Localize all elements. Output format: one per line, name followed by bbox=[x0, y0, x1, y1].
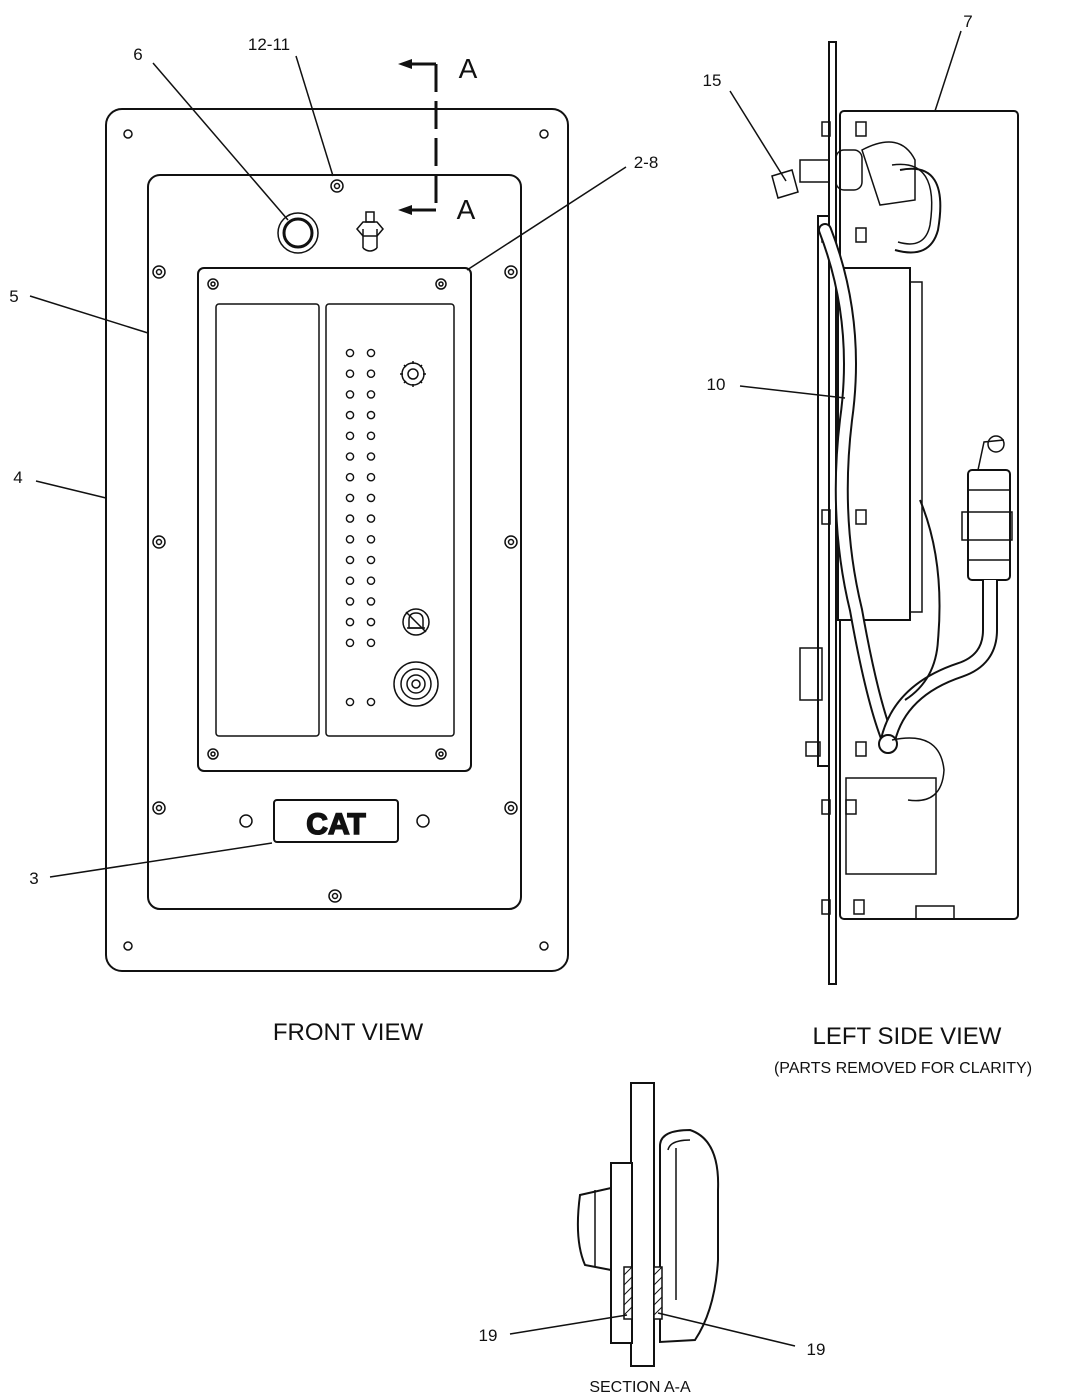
left-side-view bbox=[729, 30, 1019, 985]
indicator-lamp bbox=[366, 535, 376, 544]
indicator-lamp bbox=[366, 638, 376, 648]
cat-nameplate: CAT bbox=[273, 799, 399, 843]
cable-clamp bbox=[878, 734, 898, 754]
indicator-lamp bbox=[366, 410, 376, 420]
seal-left bbox=[623, 1266, 633, 1320]
wire-loop-top bbox=[894, 167, 942, 254]
indicator-lamp bbox=[366, 697, 376, 707]
display-module bbox=[197, 267, 472, 772]
section-view-caption: SECTION A-A bbox=[589, 1379, 691, 1396]
indicator-lamp bbox=[366, 452, 376, 461]
panel-screws bbox=[152, 179, 518, 903]
section-a-a-view bbox=[509, 1082, 796, 1367]
indicator-lamp bbox=[345, 410, 355, 420]
section-mark-top: A bbox=[459, 53, 478, 84]
section-panel bbox=[630, 1082, 655, 1367]
callout-4: 4 bbox=[13, 468, 22, 487]
indicator-lamp bbox=[366, 555, 376, 565]
indicator-lamp bbox=[366, 617, 376, 627]
indicator-lamp bbox=[345, 390, 355, 399]
wire-loop-top-inner bbox=[891, 163, 933, 245]
plate-hole bbox=[539, 129, 549, 139]
module-screws bbox=[207, 278, 447, 760]
section-body bbox=[659, 1128, 720, 1344]
display-window-left bbox=[215, 303, 320, 737]
rotary-connector bbox=[393, 661, 439, 707]
nameplate-hole bbox=[239, 814, 253, 828]
toggle-switch bbox=[356, 211, 384, 252]
callout-3: 3 bbox=[29, 869, 38, 888]
indicator-lamp bbox=[345, 535, 355, 544]
seal-right bbox=[653, 1266, 663, 1320]
nameplate-hole bbox=[416, 814, 430, 828]
indicator-lamp bbox=[345, 472, 355, 482]
indicator-lamp bbox=[366, 431, 376, 441]
toggle-switch-side bbox=[771, 141, 916, 206]
side-block bbox=[799, 647, 823, 701]
left-side-view-note: (PARTS REMOVED FOR CLARITY) bbox=[774, 1060, 1032, 1077]
lamp-test-icon bbox=[400, 361, 426, 387]
side-inner-panel-edge bbox=[817, 215, 830, 767]
push-button bbox=[277, 212, 319, 254]
indicator-lamp bbox=[345, 597, 355, 606]
callout-6: 6 bbox=[133, 45, 142, 64]
plate-hole bbox=[539, 941, 549, 951]
plate-hole bbox=[123, 941, 133, 951]
callout-15: 15 bbox=[703, 71, 722, 90]
indicator-lamp bbox=[345, 555, 355, 565]
lower-module bbox=[845, 777, 937, 875]
indicator-lamp bbox=[345, 576, 355, 586]
section-cut-line bbox=[398, 59, 438, 215]
callout-10: 10 bbox=[707, 375, 726, 394]
side-module-back bbox=[909, 281, 923, 613]
callout-19-right: 19 bbox=[807, 1340, 826, 1359]
front-view: CAT A A bbox=[29, 53, 627, 972]
indicator-lamp bbox=[345, 617, 355, 627]
indicator-lamp bbox=[345, 493, 355, 503]
display-window-right bbox=[325, 303, 455, 737]
side-leaders bbox=[729, 30, 962, 399]
section-mark-bottom: A bbox=[457, 194, 476, 225]
indicator-lamp bbox=[366, 390, 376, 399]
indicator-lamp bbox=[345, 638, 355, 648]
callout-19-left: 19 bbox=[479, 1326, 498, 1345]
indicator-lamp bbox=[345, 697, 355, 707]
indicator-lamp bbox=[345, 452, 355, 461]
cat-logo-text: CAT bbox=[306, 808, 365, 841]
indicator-lamp bbox=[345, 369, 355, 379]
indicator-lamp bbox=[345, 348, 355, 358]
indicator-lamp bbox=[345, 514, 355, 523]
indicator-lamp bbox=[366, 597, 376, 606]
front-view-caption: FRONT VIEW bbox=[273, 1019, 424, 1046]
indicator-lamp bbox=[366, 472, 376, 482]
callout-12-11: 12-11 bbox=[248, 35, 290, 54]
plate-hole bbox=[123, 129, 133, 139]
callout-2-8: 2-8 bbox=[634, 153, 659, 172]
alarm-silence-icon bbox=[402, 608, 430, 636]
callout-7: 7 bbox=[963, 12, 972, 31]
left-side-view-caption: LEFT SIDE VIEW bbox=[813, 1023, 1002, 1050]
indicator-lamp bbox=[366, 369, 376, 379]
callout-5: 5 bbox=[9, 287, 18, 306]
front-leaders bbox=[29, 55, 627, 878]
indicator-lamp bbox=[366, 348, 376, 358]
indicator-lamp bbox=[366, 514, 376, 523]
indicator-lamp bbox=[345, 431, 355, 441]
indicator-lamp bbox=[366, 576, 376, 586]
housing-tab bbox=[915, 905, 955, 920]
indicator-lamps bbox=[345, 348, 376, 707]
indicator-lamp bbox=[366, 493, 376, 503]
